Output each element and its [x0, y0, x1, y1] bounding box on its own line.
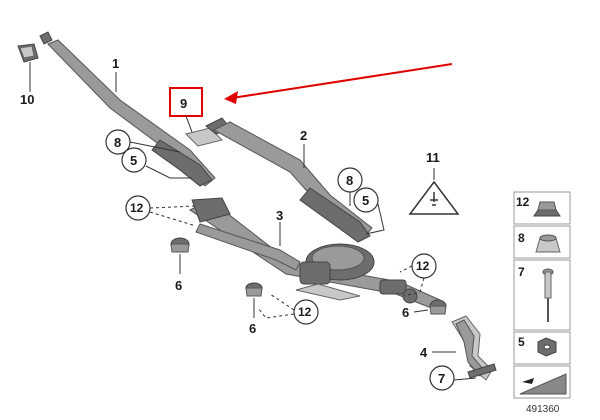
callout-12-middle-circle — [293, 299, 319, 325]
callout-5-right-circle — [353, 187, 379, 213]
callout-6-middle: 6 — [249, 321, 256, 336]
part-7-rivet-in-place — [467, 363, 497, 379]
callout-5-left: 5 — [130, 153, 137, 168]
red-arrow-line — [231, 63, 453, 99]
callout-6-left: 6 — [175, 278, 182, 293]
callout-12-left: 12 — [130, 201, 144, 215]
callout-12-right: 12 — [416, 259, 430, 273]
reference-number: 491360 — [526, 404, 560, 415]
legend-row-7 — [513, 259, 571, 331]
callout-3: 3 — [276, 208, 283, 223]
callout-7-circle — [429, 365, 455, 391]
arrow-small-icon — [522, 378, 534, 384]
callout-11: 11 — [426, 150, 440, 165]
legend-label-5: 5 — [518, 335, 525, 349]
legend-label-7: 7 — [518, 265, 525, 279]
leader-12-left — [149, 205, 197, 227]
legend-label-12: 12 — [516, 195, 530, 209]
callout-12-middle: 12 — [298, 305, 312, 319]
leader-12-right — [399, 265, 425, 297]
part-3-linkage-motor — [189, 197, 441, 311]
callout-10: 10 — [20, 92, 34, 107]
plug-icon — [430, 192, 438, 206]
rivet-icon — [542, 268, 554, 322]
leader-9 — [185, 115, 193, 133]
callout-4: 4 — [420, 345, 428, 360]
leader-6-right — [413, 309, 429, 313]
leader-8-left — [129, 141, 181, 153]
callout-5-right: 5 — [362, 193, 369, 208]
callout-6-right: 6 — [402, 305, 409, 320]
callout-1: 1 — [112, 56, 119, 71]
legend-label-8: 8 — [518, 231, 525, 245]
part-1-wiper-arm-left — [47, 39, 216, 187]
part-6-grommet-middle — [245, 282, 263, 297]
part-6-grommet-right — [429, 299, 447, 315]
part-2-wiper-arm-right — [205, 117, 373, 243]
leader-7 — [453, 377, 477, 381]
callout-5-left-circle — [121, 147, 147, 173]
part-10-cap — [17, 43, 39, 63]
callout-8-right: 8 — [346, 173, 353, 188]
clip-icon — [39, 31, 53, 45]
callout-8-left: 8 — [114, 135, 121, 150]
flange-nut-icon — [533, 209, 561, 217]
leader-12-middle — [257, 293, 295, 319]
callout-2: 2 — [300, 128, 307, 143]
leader-5-left — [145, 165, 192, 179]
part-6-grommet-left — [170, 237, 190, 253]
leader-5-right — [365, 203, 385, 235]
part-9-cover — [185, 127, 223, 147]
wedge-icon — [519, 373, 567, 395]
red-arrow-head — [224, 91, 238, 104]
callout-9: 9 — [180, 96, 187, 111]
hardware-legend: 12 8 7 5 — [513, 191, 571, 399]
callout-7: 7 — [438, 371, 445, 386]
